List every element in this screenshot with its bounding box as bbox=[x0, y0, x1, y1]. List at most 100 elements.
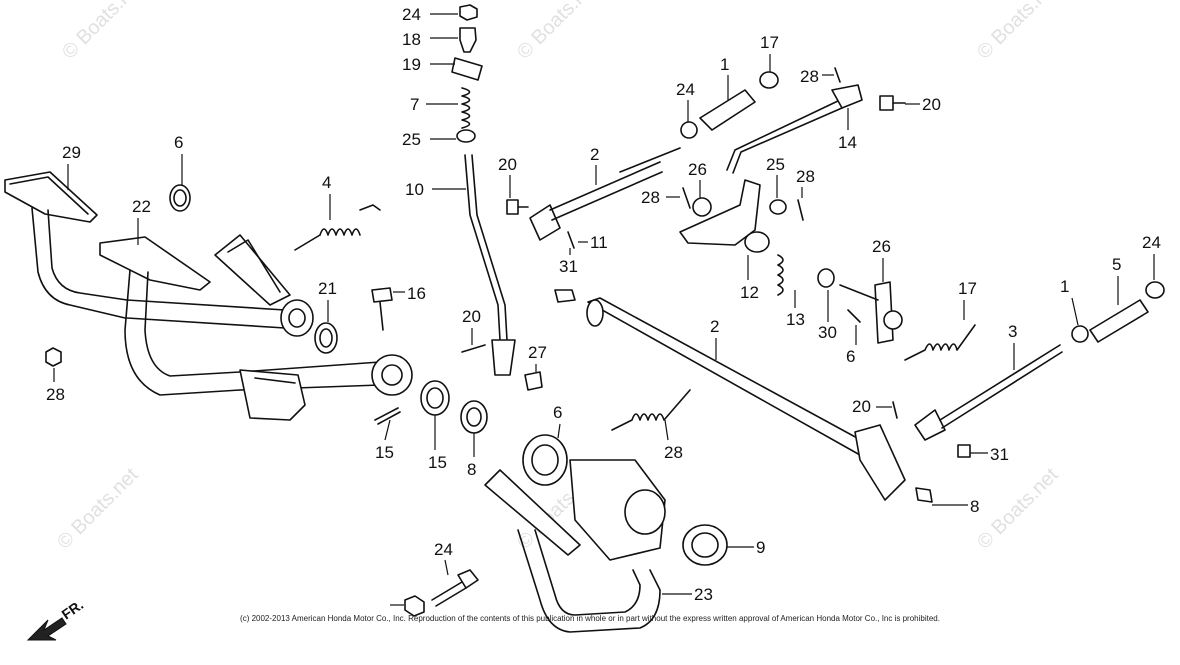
callout: 20 bbox=[498, 155, 517, 198]
callout: 9 bbox=[727, 538, 765, 557]
svg-text:21: 21 bbox=[318, 279, 337, 298]
svg-text:12: 12 bbox=[740, 283, 759, 302]
callout: 10 bbox=[405, 180, 466, 199]
svg-text:23: 23 bbox=[694, 585, 713, 604]
svg-text:19: 19 bbox=[402, 55, 421, 74]
callout: 24 bbox=[402, 5, 458, 24]
callout: 28 bbox=[664, 419, 683, 462]
svg-text:27: 27 bbox=[528, 343, 547, 362]
svg-text:28: 28 bbox=[46, 385, 65, 404]
watermark: © Boats.net bbox=[973, 464, 1063, 554]
arrow-icon bbox=[26, 617, 67, 641]
callout: 24 bbox=[434, 540, 453, 576]
callout: 17 bbox=[958, 279, 977, 320]
svg-text:20: 20 bbox=[462, 307, 481, 326]
watermark: © Boats.net bbox=[513, 0, 603, 64]
svg-text:1: 1 bbox=[1060, 277, 1069, 296]
callout: 17 bbox=[760, 33, 779, 72]
svg-text:28: 28 bbox=[800, 67, 819, 86]
svg-text:16: 16 bbox=[407, 284, 426, 303]
callout: 23 bbox=[662, 585, 713, 604]
callout: 28 bbox=[46, 368, 65, 404]
svg-text:28: 28 bbox=[796, 167, 815, 186]
svg-text:14: 14 bbox=[838, 133, 857, 152]
callout: 6 bbox=[174, 133, 183, 185]
svg-text:24: 24 bbox=[402, 5, 421, 24]
svg-text:28: 28 bbox=[641, 188, 660, 207]
svg-text:20: 20 bbox=[922, 95, 941, 114]
watermark: © Boats.net bbox=[53, 464, 143, 554]
svg-text:2: 2 bbox=[590, 145, 599, 164]
callout: 20 bbox=[852, 397, 892, 416]
svg-text:4: 4 bbox=[322, 173, 331, 192]
callout: 22 bbox=[132, 197, 151, 245]
callout: 28 bbox=[641, 188, 680, 207]
pedal-pad-4 bbox=[99, 236, 211, 291]
pedal-boss bbox=[280, 299, 314, 337]
svg-text:7: 7 bbox=[410, 95, 419, 114]
callout: 24 bbox=[676, 80, 695, 122]
svg-text:1: 1 bbox=[720, 55, 729, 74]
callout: 31 bbox=[970, 445, 1009, 464]
callout: 15 bbox=[375, 419, 394, 462]
svg-text:24: 24 bbox=[1142, 233, 1161, 252]
callout: 14 bbox=[838, 108, 857, 152]
svg-text:10: 10 bbox=[405, 180, 424, 199]
watermark: © Boats.net bbox=[973, 0, 1063, 64]
svg-text:2: 2 bbox=[710, 317, 719, 336]
callout: 26 bbox=[872, 237, 891, 282]
callout: 1 bbox=[1060, 277, 1079, 326]
callout: 6 bbox=[846, 325, 857, 366]
svg-text:5: 5 bbox=[1112, 255, 1121, 274]
svg-text:20: 20 bbox=[852, 397, 871, 416]
svg-text:26: 26 bbox=[688, 160, 707, 179]
callout: 28 bbox=[796, 167, 815, 198]
callout: 15 bbox=[428, 415, 447, 472]
svg-text:3: 3 bbox=[1008, 322, 1017, 341]
svg-text:31: 31 bbox=[559, 257, 578, 276]
svg-text:8: 8 bbox=[970, 497, 979, 516]
callout: 21 bbox=[318, 279, 337, 322]
svg-text:6: 6 bbox=[174, 133, 183, 152]
callout: 2 bbox=[710, 317, 719, 360]
svg-text:25: 25 bbox=[766, 155, 785, 174]
watermark: © Boats.net bbox=[58, 0, 148, 64]
callout: 8 bbox=[467, 433, 476, 479]
svg-text:13: 13 bbox=[786, 310, 805, 329]
svg-text:17: 17 bbox=[760, 33, 779, 52]
callout: 3 bbox=[1008, 322, 1017, 370]
svg-text:6: 6 bbox=[846, 347, 855, 366]
svg-text:22: 22 bbox=[132, 197, 151, 216]
callout: 28 bbox=[800, 67, 834, 86]
callout: 5 bbox=[1112, 255, 1121, 305]
callout: 13 bbox=[786, 290, 805, 329]
svg-text:15: 15 bbox=[375, 443, 394, 462]
callout: 31 bbox=[559, 248, 578, 276]
svg-text:8: 8 bbox=[467, 460, 476, 479]
callout: 4 bbox=[322, 173, 331, 220]
svg-text:20: 20 bbox=[498, 155, 517, 174]
svg-text:11: 11 bbox=[590, 233, 608, 252]
callout: 25 bbox=[766, 155, 785, 198]
callout: 11 bbox=[578, 233, 608, 252]
pedal-pad-3 bbox=[4, 171, 98, 223]
callout: 1 bbox=[720, 55, 729, 100]
svg-text:24: 24 bbox=[676, 80, 695, 99]
svg-text:30: 30 bbox=[818, 323, 837, 342]
callout: 30 bbox=[818, 290, 837, 342]
svg-text:26: 26 bbox=[872, 237, 891, 256]
svg-text:31: 31 bbox=[990, 445, 1009, 464]
callout: 24 bbox=[1142, 233, 1161, 280]
callout: 2 bbox=[590, 145, 599, 185]
svg-text:6: 6 bbox=[553, 403, 562, 422]
callout: 20 bbox=[905, 95, 941, 114]
svg-text:15: 15 bbox=[428, 453, 447, 472]
svg-text:9: 9 bbox=[756, 538, 765, 557]
svg-text:24: 24 bbox=[434, 540, 453, 559]
part-drawings bbox=[4, 4, 1165, 633]
callout: 6 bbox=[553, 403, 562, 439]
callout: 25 bbox=[402, 130, 456, 149]
copyright-notice: (c) 2002-2013 American Honda Motor Co., … bbox=[240, 614, 940, 623]
callout: 18 bbox=[402, 30, 458, 49]
